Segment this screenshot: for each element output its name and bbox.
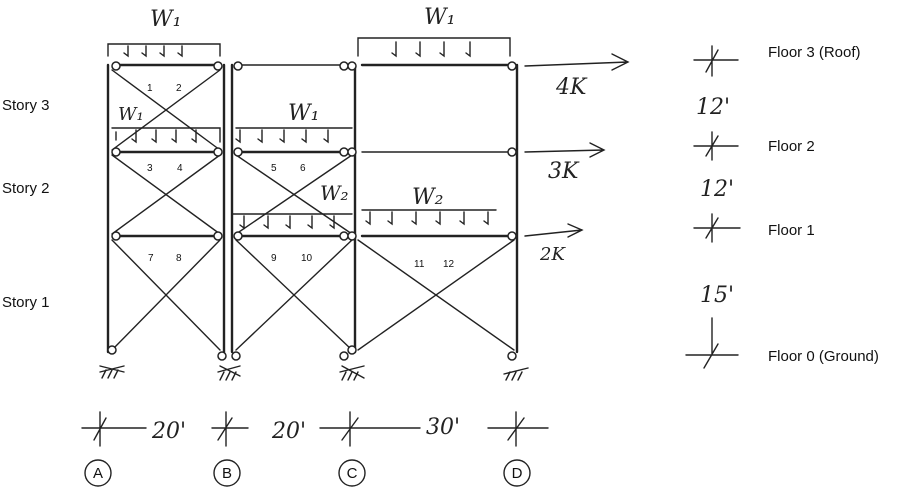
member-label: 6 xyxy=(300,163,306,174)
lateral-loads: 4K 3K 2K xyxy=(524,53,630,265)
pin-joint xyxy=(107,345,117,355)
load-label-floor1-bc: W₂ xyxy=(320,181,349,205)
pin-joint xyxy=(347,345,357,355)
pin-joint xyxy=(507,147,517,157)
member-label: 10 xyxy=(301,253,313,264)
pin-joint xyxy=(217,351,227,361)
pin-joint xyxy=(339,351,349,361)
braces xyxy=(111,69,515,351)
lateral-load-floor2: 3K xyxy=(548,159,580,184)
pin-support-b xyxy=(217,365,241,381)
span-dim-bc: 20' xyxy=(271,419,306,444)
load-label-roof-cd: W₁ xyxy=(424,5,455,30)
pin-joint xyxy=(339,147,349,157)
grid-label-d: D xyxy=(512,465,523,482)
grid-bubble-d: D xyxy=(503,459,531,487)
pin-support-a xyxy=(99,365,125,379)
member-label: 1 xyxy=(147,83,153,94)
pin-support-c xyxy=(339,365,365,381)
grid-bubble-b: B xyxy=(213,459,241,487)
floor1-lateral-load: 2K xyxy=(524,223,584,265)
distributed-loads: W₁ W₁ W₁ W₁ W₂ W₂ xyxy=(107,5,511,230)
beams xyxy=(113,63,512,238)
pin-joint xyxy=(213,147,223,157)
pin-joint xyxy=(233,147,243,157)
pin-joint xyxy=(347,61,357,71)
pin-joint xyxy=(213,231,223,241)
pin-joint xyxy=(233,231,243,241)
columns xyxy=(106,63,519,354)
pin-joint xyxy=(339,231,349,241)
roof-lateral-load: 4K xyxy=(524,53,630,100)
grid-bubbles: A B C D xyxy=(84,459,531,487)
pin-joint xyxy=(339,61,349,71)
pin-supports xyxy=(99,365,529,381)
member-label: 2 xyxy=(176,83,182,94)
floor-0-label: Floor 0 (Ground) xyxy=(768,348,879,365)
story-2-label: Story 2 xyxy=(2,180,50,197)
load-label-roof-ab: W₁ xyxy=(150,7,181,32)
pin-joint xyxy=(507,231,517,241)
grid-bubble-c: C xyxy=(338,459,366,487)
member-label: 3 xyxy=(147,163,153,174)
floor-3-label: Floor 3 (Roof) xyxy=(768,44,861,61)
pin-joint xyxy=(507,351,517,361)
pin-joint xyxy=(347,231,357,241)
pin-joint xyxy=(213,61,223,71)
floor-2-label: Floor 2 xyxy=(768,138,815,155)
floor1-bc-load: W₂ xyxy=(231,181,353,230)
floor1-cd-load: W₂ xyxy=(361,185,497,226)
pin-joint xyxy=(347,147,357,157)
brace-2 xyxy=(111,69,221,151)
pin-joint xyxy=(111,147,121,157)
brace-11 xyxy=(357,239,515,351)
grid-bubble-a: A xyxy=(84,459,112,487)
lateral-load-floor1: 2K xyxy=(539,244,566,265)
load-label-floor2-ab: W₁ xyxy=(118,104,144,125)
story-1-label: Story 1 xyxy=(2,294,50,311)
pin-joint xyxy=(231,351,241,361)
floor2-lateral-load: 3K xyxy=(524,142,606,184)
pin-support-d xyxy=(503,367,529,381)
member-labels: 1 2 3 4 5 6 7 8 9 10 11 12 xyxy=(147,83,455,270)
brace-7 xyxy=(111,239,221,351)
floor2-ab-load: W₁ xyxy=(111,104,221,144)
lateral-load-roof: 4K xyxy=(555,75,588,100)
member-label: 9 xyxy=(271,253,277,264)
height-dim-story1: 15' xyxy=(700,283,734,308)
span-dim-cd: 30' xyxy=(426,415,460,440)
pin-joint xyxy=(111,61,121,71)
member-label: 8 xyxy=(176,253,182,264)
load-label-floor2-bc: W₁ xyxy=(288,101,319,126)
height-dim-story3: 12' xyxy=(696,95,730,120)
brace-3 xyxy=(111,154,221,235)
pin-joint xyxy=(111,231,121,241)
pin-joint xyxy=(233,61,243,71)
member-label: 12 xyxy=(443,259,455,270)
member-label: 4 xyxy=(177,163,183,174)
roof-ab-load: W₁ xyxy=(107,7,221,58)
height-dim-story2: 12' xyxy=(700,177,734,202)
grid-label-a: A xyxy=(93,465,103,482)
floor2-bc-load: W₁ xyxy=(235,101,353,144)
grid-label-b: B xyxy=(222,465,232,482)
pin-joint xyxy=(507,61,517,71)
member-label: 5 xyxy=(271,163,277,174)
roof-cd-load: W₁ xyxy=(357,5,511,58)
grid-label-c: C xyxy=(347,465,358,482)
span-dimensions: 20' 20' 30' xyxy=(81,411,549,447)
floor-1-label: Floor 1 xyxy=(768,222,815,239)
brace-9 xyxy=(235,239,353,351)
pin-joints xyxy=(107,61,517,361)
span-dim-ab: 20' xyxy=(151,419,186,444)
member-label: 11 xyxy=(414,259,425,270)
load-label-floor1-cd: W₂ xyxy=(412,185,443,210)
member-label: 7 xyxy=(148,253,154,264)
elevation-scale: 12' 12' 15' Floor 3 (Roof) Floor 2 Floor… xyxy=(685,44,879,369)
story-3-label: Story 3 xyxy=(2,97,50,114)
brace-5 xyxy=(235,154,353,235)
